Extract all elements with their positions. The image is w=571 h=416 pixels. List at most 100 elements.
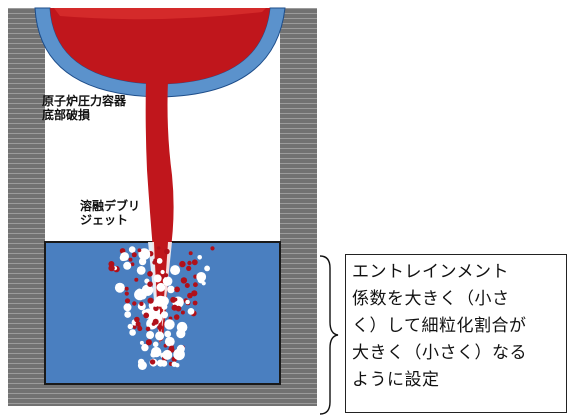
bubble bbox=[162, 276, 173, 287]
left-wall bbox=[8, 8, 45, 406]
bubble bbox=[176, 344, 185, 353]
bubble bbox=[176, 329, 186, 339]
debris-droplet bbox=[145, 326, 151, 332]
bubble bbox=[124, 311, 132, 318]
debris-droplet bbox=[137, 248, 142, 253]
debris-droplet bbox=[186, 265, 192, 271]
bubble bbox=[128, 246, 136, 253]
melt-jet-label: 溶融デブリ ジェット bbox=[80, 199, 141, 227]
debris-droplet bbox=[157, 324, 163, 331]
debris-droplet bbox=[124, 286, 129, 291]
bubble bbox=[164, 330, 172, 338]
debris-droplet bbox=[143, 312, 150, 319]
rpv-failure-label: 原子炉圧力容器 底部破損 bbox=[42, 94, 127, 122]
bubble bbox=[156, 282, 166, 292]
bubble bbox=[164, 336, 175, 347]
debris-droplet bbox=[153, 258, 158, 263]
debris-droplet bbox=[164, 248, 170, 255]
bubble bbox=[201, 281, 206, 286]
debris-droplet bbox=[145, 339, 152, 346]
debris-droplet bbox=[153, 305, 159, 312]
bubble bbox=[129, 329, 136, 336]
bubble bbox=[160, 311, 169, 319]
debris-droplet bbox=[210, 246, 215, 251]
bubble bbox=[114, 282, 125, 293]
bubble bbox=[170, 265, 181, 276]
debris-droplet bbox=[180, 310, 185, 315]
debris-droplet bbox=[175, 305, 182, 312]
floor bbox=[8, 384, 317, 406]
debris-droplet bbox=[135, 321, 141, 327]
bubble bbox=[141, 343, 149, 352]
bubble bbox=[136, 288, 143, 294]
bubble bbox=[175, 363, 180, 368]
debris-droplet bbox=[188, 251, 193, 256]
bubble bbox=[167, 285, 175, 294]
bubble bbox=[139, 340, 144, 345]
note-box bbox=[345, 254, 567, 413]
bubble bbox=[164, 319, 175, 330]
bubble bbox=[162, 349, 173, 360]
debris-droplet bbox=[151, 322, 156, 326]
debris-droplet bbox=[174, 286, 181, 293]
bubble bbox=[156, 258, 163, 264]
debris-droplet bbox=[134, 277, 139, 282]
debris-droplet bbox=[156, 246, 161, 250]
bubble bbox=[155, 331, 165, 341]
debris-droplet bbox=[179, 260, 186, 268]
bubble bbox=[123, 261, 132, 270]
debris-droplet bbox=[147, 271, 153, 277]
debris-droplet bbox=[191, 290, 198, 297]
bubble bbox=[160, 360, 168, 367]
bubble bbox=[185, 299, 190, 305]
note-text: エントレインメント 係数を大きく（小さ く）して細粒化割合が 大きく（小さく）な… bbox=[352, 262, 527, 390]
debris-droplet bbox=[164, 273, 169, 278]
bubble bbox=[138, 257, 147, 266]
bubble bbox=[187, 308, 195, 315]
debris-droplet bbox=[130, 262, 135, 267]
bubble bbox=[158, 296, 169, 307]
particle-cloud bbox=[108, 246, 215, 370]
debris-droplet bbox=[124, 291, 129, 296]
debris-droplet bbox=[187, 292, 193, 299]
debris-droplet bbox=[139, 301, 144, 306]
debris-droplet bbox=[147, 297, 154, 304]
debris-droplet bbox=[149, 359, 156, 365]
melt-surface bbox=[54, 8, 266, 20]
debris-droplet bbox=[108, 261, 115, 267]
bubble bbox=[153, 301, 159, 307]
debris-droplet bbox=[180, 277, 188, 284]
debris-droplet bbox=[131, 252, 137, 258]
bubble bbox=[196, 272, 207, 282]
debris-droplet bbox=[192, 300, 198, 306]
bubble bbox=[160, 269, 165, 275]
debris-droplet bbox=[147, 281, 153, 288]
debris-droplet bbox=[128, 257, 133, 262]
bubble bbox=[197, 254, 202, 260]
bubble bbox=[138, 248, 151, 260]
debris-droplet bbox=[132, 324, 137, 329]
debris-droplet bbox=[134, 316, 140, 323]
bubble bbox=[123, 303, 132, 312]
debris-droplet bbox=[187, 260, 192, 266]
bubble bbox=[155, 275, 161, 281]
jet-core bbox=[154, 242, 168, 345]
debris-droplet bbox=[124, 298, 131, 304]
bubble bbox=[120, 252, 129, 261]
debris-droplet bbox=[168, 345, 175, 351]
debris-droplet bbox=[132, 301, 137, 306]
debris-droplet bbox=[173, 297, 178, 302]
bubble bbox=[204, 265, 211, 272]
debris-droplet bbox=[193, 274, 198, 279]
vessel-melt bbox=[50, 8, 270, 84]
debris-droplet bbox=[191, 259, 198, 266]
bubble bbox=[152, 341, 159, 348]
curly-brace bbox=[319, 255, 339, 415]
bubble bbox=[127, 323, 133, 330]
debris-droplet bbox=[173, 314, 180, 320]
debris-droplet bbox=[193, 282, 198, 288]
right-wall bbox=[280, 8, 317, 406]
bubble bbox=[151, 346, 162, 358]
bubble bbox=[146, 331, 155, 339]
